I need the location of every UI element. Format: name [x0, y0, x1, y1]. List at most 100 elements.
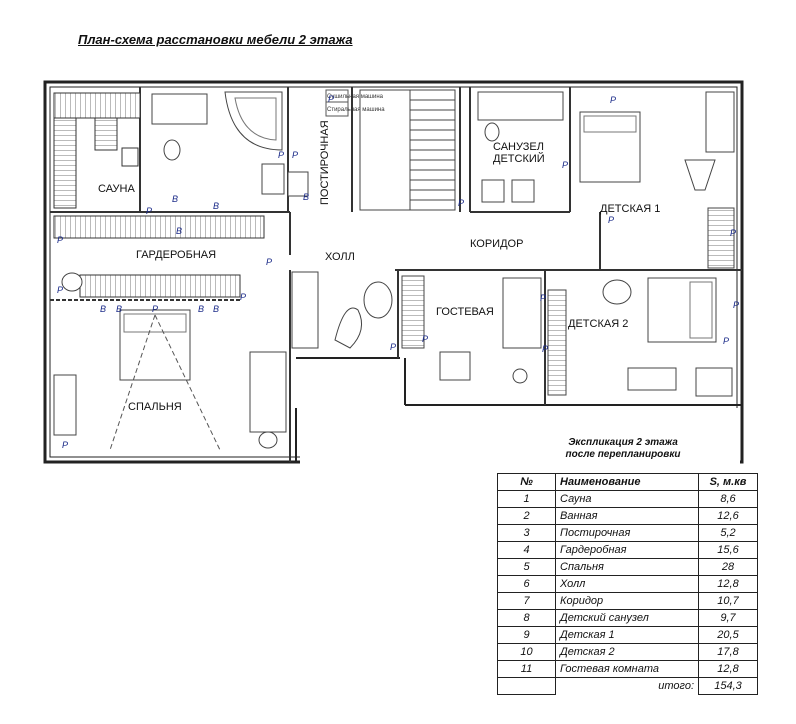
row-number: 8 — [497, 609, 556, 627]
guest-armchair — [439, 351, 471, 381]
socket-mark: P — [422, 334, 428, 344]
room-label-bedroom: СПАЛЬНЯ — [128, 401, 182, 413]
socket-mark: P — [278, 150, 284, 160]
bedroom-dresser — [53, 374, 77, 436]
socket-mark: P — [458, 198, 464, 208]
row-name: Детская 1 — [555, 626, 699, 644]
room-label-kids1: ДЕТСКАЯ 1 — [600, 203, 660, 215]
row-name: Постирочная — [555, 524, 699, 542]
floor-cutout — [300, 408, 740, 464]
socket-mark: P — [266, 257, 272, 267]
switch-mark: B — [172, 194, 178, 204]
wardrobe-pouf — [61, 272, 83, 292]
socket-mark: P — [328, 94, 334, 104]
row-name: Сауна — [555, 490, 699, 508]
socket-mark: P — [292, 150, 298, 160]
hall-armchair — [363, 281, 393, 319]
row-number: 6 — [497, 575, 556, 593]
row-number: 11 — [497, 660, 556, 678]
row-number: 3 — [497, 524, 556, 542]
row-name: Гардеробная — [555, 541, 699, 559]
row-area: 10,7 — [698, 592, 758, 610]
row-area: 12,8 — [698, 575, 758, 593]
laundry-sink — [287, 171, 309, 197]
sauna-bench-top — [53, 92, 141, 119]
kids1-armchair — [684, 159, 716, 191]
row-name: Холл — [555, 575, 699, 593]
kids2-wardrobe — [547, 289, 567, 396]
kids1-desk — [705, 91, 735, 153]
explication-header-row: № Наименование S, м.кв — [497, 473, 758, 491]
row-area: 28 — [698, 558, 758, 576]
socket-mark: P — [608, 215, 614, 225]
row-number: 10 — [497, 643, 556, 661]
switch-mark: B — [213, 304, 219, 314]
header-number: № — [497, 473, 556, 491]
guest-wardrobe — [401, 275, 425, 349]
socket-mark: P — [562, 160, 568, 170]
kids2-cabinet — [695, 367, 733, 397]
bath-toilet — [163, 139, 181, 161]
room-label-hall: ХОЛЛ — [325, 251, 355, 263]
sauna-stove — [121, 147, 139, 167]
washer-label: Стиральная машина — [327, 107, 385, 113]
bath-shower — [151, 93, 208, 125]
row-area: 8,6 — [698, 490, 758, 508]
room-label-sauna: САУНА — [98, 183, 135, 195]
socket-mark: P — [57, 235, 63, 245]
room-label-wardrobe: ГАРДЕРОБНАЯ — [136, 249, 216, 261]
row-area: 12,6 — [698, 507, 758, 525]
sauna-bench-mid — [94, 117, 118, 151]
row-number: 2 — [497, 507, 556, 525]
sauna-bench-left — [53, 117, 77, 209]
wardrobe-rack-top — [53, 215, 265, 239]
switch-mark: B — [176, 226, 182, 236]
switch-mark: B — [116, 304, 122, 314]
row-area: 9,7 — [698, 609, 758, 627]
explication-total-row: итого: 154,3 — [497, 677, 758, 695]
bedroom-pillow — [123, 313, 187, 333]
kids-sink-2 — [511, 179, 535, 203]
kids1-wardrobe — [707, 207, 735, 269]
bathtub-inner — [234, 97, 277, 141]
row-number: 4 — [497, 541, 556, 559]
staircase — [359, 89, 456, 211]
bath-sink — [261, 163, 285, 195]
kids2-desk — [627, 367, 677, 391]
guest-table — [512, 368, 528, 384]
bedroom-sofa — [249, 351, 287, 433]
switch-mark: B — [213, 201, 219, 211]
room-label-kids2: ДЕТСКАЯ 2 — [568, 318, 628, 330]
corner-bathtub — [224, 91, 283, 151]
row-number: 7 — [497, 592, 556, 610]
row-area: 5,2 — [698, 524, 758, 542]
socket-mark: P — [390, 342, 396, 352]
row-number: 5 — [497, 558, 556, 576]
room-label-kids-bath-1: САНУЗЕЛ — [493, 141, 544, 153]
dryer-label: Сушильная машина — [327, 94, 384, 100]
room-label-guest: ГОСТЕВАЯ — [436, 306, 494, 318]
room-label-laundry: ПОСТИРОЧНАЯ — [319, 120, 331, 205]
row-area: 12,8 — [698, 660, 758, 678]
total-value: 154,3 — [698, 677, 758, 695]
bedroom-lamp — [258, 431, 278, 449]
row-name: Детская 2 — [555, 643, 699, 661]
row-name: Гостевая комната — [555, 660, 699, 678]
kids-sink-1 — [481, 179, 505, 203]
socket-mark: P — [542, 344, 548, 354]
explication-title-line1: Экспликация 2 этажа — [568, 437, 678, 448]
socket-mark: P — [540, 293, 546, 303]
row-name: Ванная — [555, 507, 699, 525]
switch-mark: B — [100, 304, 106, 314]
